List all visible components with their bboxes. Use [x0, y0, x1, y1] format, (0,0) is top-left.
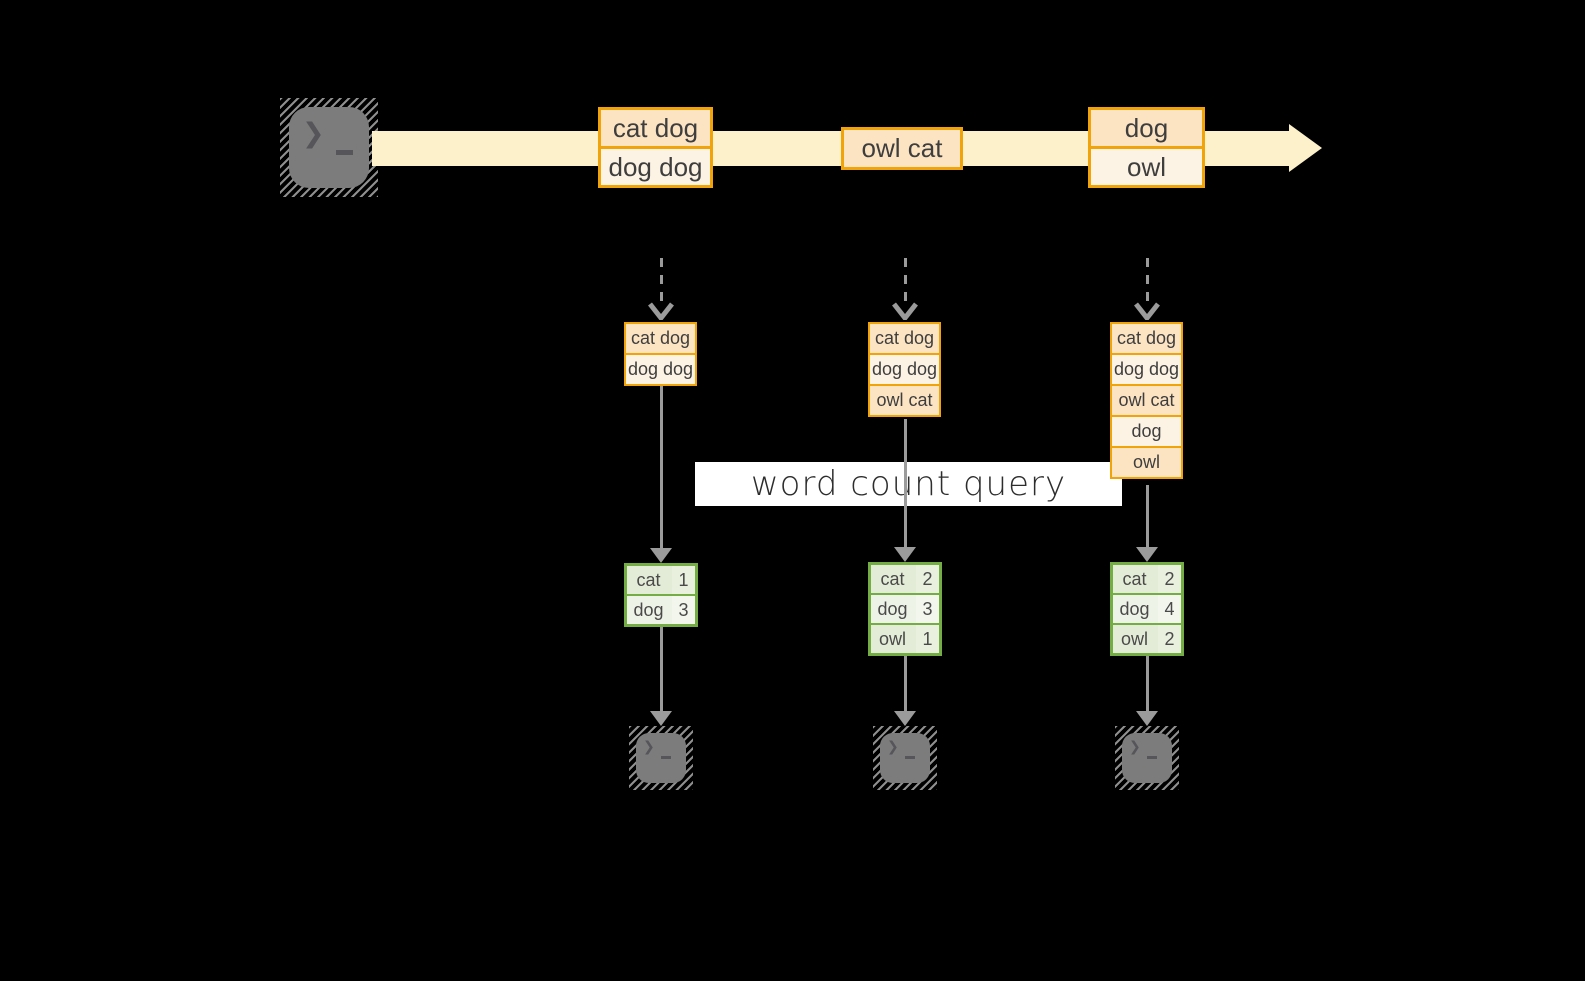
count-cell: 3: [916, 595, 939, 623]
word-cell: owl: [878, 628, 906, 649]
stream-event-box: cat dog dog dog: [598, 107, 713, 188]
solid-arrow-down-icon: [649, 627, 673, 726]
stream-event-box: dog owl: [1088, 107, 1205, 188]
stream-event-line: cat dog: [601, 110, 710, 146]
sink-terminal-icon: ❯: [1115, 726, 1179, 790]
buffer-line: cat dog: [1112, 324, 1181, 353]
terminal-prompt-icon: ❯: [302, 118, 325, 149]
terminal-prompt-icon: ❯: [1129, 739, 1141, 755]
buffer-line: dog dog: [626, 355, 695, 384]
stream-event-line: dog: [1091, 110, 1202, 146]
buffer-line: owl: [1112, 448, 1181, 477]
terminal-body: ❯: [636, 733, 686, 783]
table-row: dog 3: [627, 596, 695, 624]
arrowhead-chevron-icon: [1134, 302, 1160, 320]
solid-arrow-down-icon: [649, 386, 673, 563]
table-row: cat 2: [1113, 565, 1181, 593]
word-count-table: cat 1 dog 3: [624, 563, 698, 627]
arrowhead-icon: [1136, 711, 1158, 726]
solid-arrow-down-icon: [1135, 656, 1159, 726]
table-row: cat 2: [871, 565, 939, 593]
terminal-cursor-icon: [905, 756, 915, 759]
table-row: owl 2: [1113, 625, 1181, 653]
arrowhead-chevron-icon: [892, 302, 918, 320]
event-buffer-stack: cat dog dog dog owl cat: [868, 322, 941, 417]
table-row: owl 1: [871, 625, 939, 653]
word-count-table: cat 2 dog 3 owl 1: [868, 562, 942, 656]
terminal-body: ❯: [289, 107, 369, 188]
terminal-prompt-icon: ❯: [643, 739, 655, 755]
terminal-cursor-icon: [336, 150, 353, 155]
terminal-cursor-icon: [661, 756, 671, 759]
event-buffer-stack: cat dog dog dog: [624, 322, 697, 386]
arrowhead-icon: [650, 711, 672, 726]
source-terminal-icon: ❯: [280, 98, 378, 197]
count-cell: 1: [672, 566, 695, 594]
event-buffer-stack: cat dog dog dog owl cat dog owl: [1110, 322, 1183, 479]
buffer-line: owl cat: [1112, 386, 1181, 415]
solid-arrow-down-icon: [893, 656, 917, 726]
table-row: dog 3: [871, 595, 939, 623]
buffer-line: owl cat: [870, 386, 939, 415]
count-cell: 2: [1158, 565, 1181, 593]
terminal-cursor-icon: [1147, 756, 1157, 759]
count-cell: 4: [1158, 595, 1181, 623]
dashed-arrow-down-icon: [647, 258, 675, 320]
solid-arrow-down-icon: [893, 419, 917, 562]
word-cell: cat: [1122, 568, 1147, 589]
stream-arrowhead-icon: [1289, 124, 1322, 172]
sink-terminal-icon: ❯: [629, 726, 693, 790]
query-label: word count query: [750, 464, 1067, 504]
count-cell: 3: [672, 596, 695, 624]
stream-event-line: owl: [1091, 149, 1202, 185]
buffer-line: dog dog: [1112, 355, 1181, 384]
terminal-body: ❯: [1122, 733, 1172, 783]
buffer-line: dog: [1112, 417, 1181, 446]
sink-terminal-icon: ❯: [873, 726, 937, 790]
buffer-line: dog dog: [870, 355, 939, 384]
arrowhead-icon: [1136, 547, 1158, 562]
count-cell: 1: [916, 625, 939, 653]
word-cell: cat: [880, 568, 905, 589]
arrowhead-icon: [650, 548, 672, 563]
stream-event-line: owl cat: [844, 130, 960, 167]
table-row: dog 4: [1113, 595, 1181, 623]
word-cell: owl: [1120, 628, 1148, 649]
terminal-prompt-icon: ❯: [887, 739, 899, 755]
word-cell: dog: [877, 598, 908, 619]
word-cell: dog: [633, 599, 664, 620]
count-cell: 2: [916, 565, 939, 593]
count-cell: 2: [1158, 625, 1181, 653]
word-cell: dog: [1119, 598, 1150, 619]
table-row: cat 1: [627, 566, 695, 594]
stream-event-box: owl cat: [841, 127, 963, 170]
word-cell: cat: [636, 569, 661, 590]
query-band: word count query: [695, 462, 1122, 506]
arrowhead-icon: [894, 711, 916, 726]
dashed-arrow-down-icon: [1133, 258, 1161, 320]
word-count-table: cat 2 dog 4 owl 2: [1110, 562, 1184, 656]
arrowhead-chevron-icon: [648, 302, 674, 320]
arrowhead-icon: [894, 547, 916, 562]
dashed-arrow-down-icon: [891, 258, 919, 320]
buffer-line: cat dog: [626, 324, 695, 353]
terminal-body: ❯: [880, 733, 930, 783]
buffer-line: cat dog: [870, 324, 939, 353]
solid-arrow-down-icon: [1135, 485, 1159, 562]
stream-event-line: dog dog: [601, 149, 710, 185]
